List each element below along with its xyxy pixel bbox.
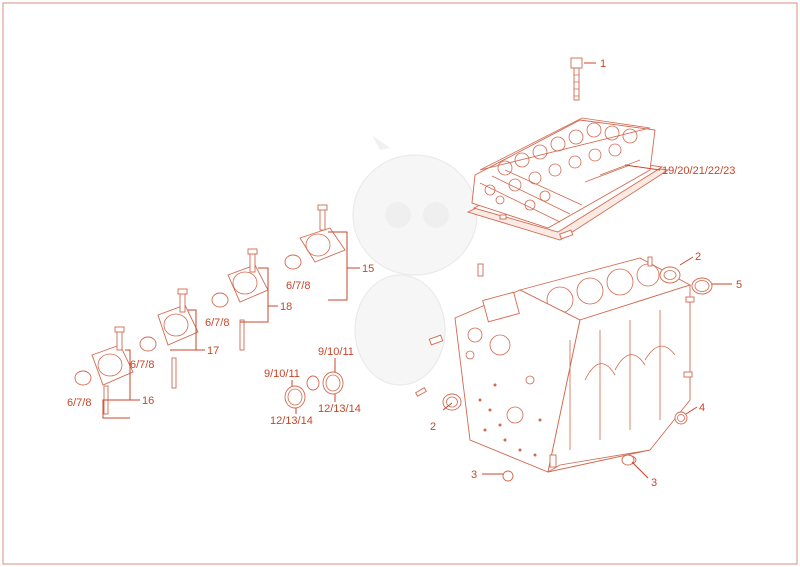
callout-2-top: 2 bbox=[695, 251, 701, 263]
callout-9-10-11-left: 9/10/11 bbox=[264, 368, 300, 380]
callout-6-7-8-case16: 6/7/8 bbox=[67, 397, 91, 409]
callout-3-right: 3 bbox=[651, 477, 657, 489]
plug-3-right bbox=[621, 454, 635, 466]
thrust-washer-group bbox=[284, 371, 344, 409]
callout-2-bottom: 2 bbox=[430, 421, 436, 433]
callout-17: 17 bbox=[207, 345, 219, 357]
callout-6-7-8-case15: 6/7/8 bbox=[286, 280, 310, 292]
callout-3-left: 3 bbox=[471, 469, 477, 481]
bearing-case-15 bbox=[284, 204, 346, 270]
callout-15: 15 bbox=[362, 263, 374, 275]
callout-12-13-14-left: 12/13/14 bbox=[270, 415, 313, 427]
callout-labels: 1 19/20/21/22/23 2 5 15 6/7/8 18 6/7/8 1… bbox=[67, 58, 742, 489]
watermark-mascot bbox=[352, 135, 478, 386]
cylinder-head bbox=[466, 117, 670, 241]
callout-6-7-8-case18: 6/7/8 bbox=[205, 317, 229, 329]
bearing-case-18 bbox=[211, 248, 269, 351]
callout-12-13-14-right: 12/13/14 bbox=[318, 403, 361, 415]
callout-1: 1 bbox=[600, 58, 606, 70]
callout-4: 4 bbox=[699, 402, 705, 414]
callout-19-23: 19/20/21/22/23 bbox=[662, 165, 735, 177]
callout-5: 5 bbox=[736, 279, 742, 291]
plug-4 bbox=[674, 411, 688, 425]
plug-2-top bbox=[659, 266, 681, 284]
leader-lines bbox=[102, 62, 732, 479]
callout-9-10-11-right: 9/10/11 bbox=[318, 346, 354, 358]
cylinder-block bbox=[415, 256, 695, 473]
plug-3-left bbox=[502, 470, 514, 482]
callout-6-7-8-case17: 6/7/8 bbox=[130, 359, 154, 371]
head-bolt bbox=[570, 57, 583, 101]
plug-5 bbox=[691, 277, 713, 295]
callout-18: 18 bbox=[280, 301, 292, 313]
callout-16: 16 bbox=[142, 395, 154, 407]
bearing-case-17 bbox=[139, 288, 199, 389]
